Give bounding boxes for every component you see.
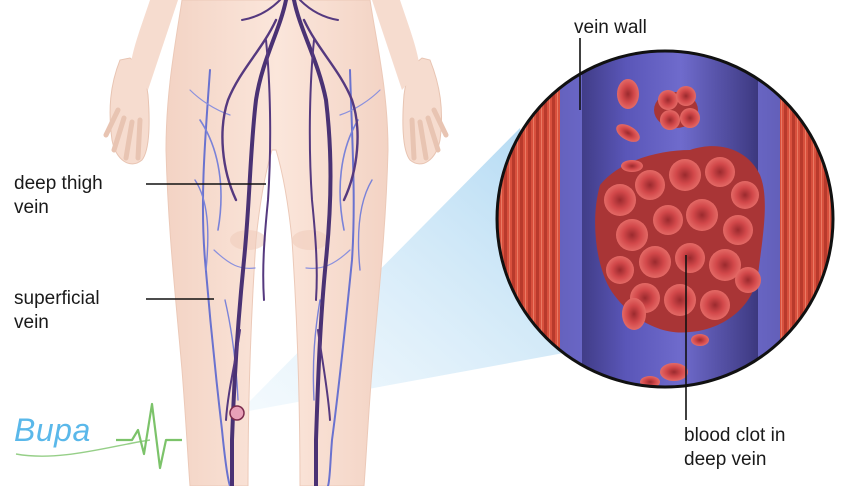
- label-line: vein wall: [574, 16, 647, 40]
- label-vein-wall: vein wall: [574, 16, 647, 40]
- label-superficial-vein: superficial vein: [14, 287, 100, 335]
- label-line: vein: [14, 196, 103, 220]
- label-line: deep thigh: [14, 172, 103, 196]
- bupa-logo: Bupa: [14, 412, 91, 449]
- vein-wall-left: [560, 45, 582, 395]
- bupa-logo-wave: [116, 404, 182, 468]
- body-silhouette: [106, 0, 446, 486]
- label-line: superficial: [14, 287, 100, 311]
- label-deep-thigh-vein: deep thigh vein: [14, 172, 103, 220]
- clot-location-marker: [230, 406, 244, 420]
- label-line: deep vein: [684, 448, 785, 472]
- label-line: vein: [14, 311, 100, 335]
- label-blood-clot: blood clot in deep vein: [684, 424, 785, 472]
- label-line: blood clot in: [684, 424, 785, 448]
